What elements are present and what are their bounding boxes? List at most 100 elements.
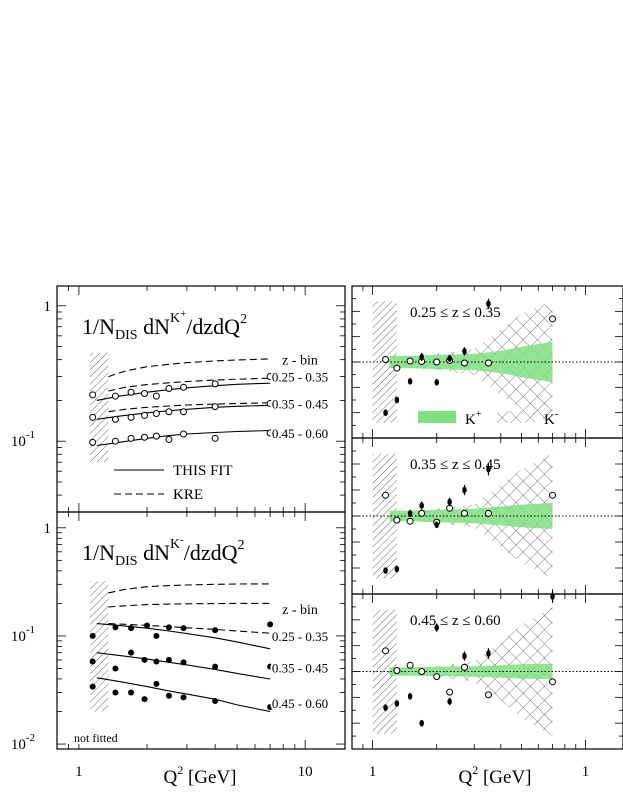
title-superscript: 2 — [240, 312, 247, 327]
y-tick-label: 1 — [44, 521, 52, 537]
series-line — [108, 402, 271, 413]
data-point-open — [484, 509, 492, 517]
series-line — [96, 677, 271, 713]
data-point-filled — [89, 658, 96, 665]
data-point-open — [393, 364, 401, 372]
data-point-filled — [180, 694, 187, 701]
series-line — [108, 358, 271, 378]
series-line — [96, 404, 271, 420]
data-point-open — [460, 663, 468, 671]
legend-label-charge: + — [476, 409, 482, 420]
data-point-filled — [112, 665, 119, 672]
legend-kminus-swatch — [497, 411, 535, 423]
data-point-open — [180, 383, 188, 391]
data-point-open — [382, 491, 390, 499]
data-point-open — [111, 392, 119, 400]
series-line — [96, 623, 271, 650]
bin-label: 0.35 - 0.45 — [272, 661, 328, 676]
y-tick-label: 1 — [44, 299, 52, 315]
data-point-open — [549, 315, 557, 323]
data-point-filled — [419, 719, 424, 727]
data-point-open — [165, 385, 173, 393]
data-point-open — [165, 435, 173, 443]
data-point-filled — [419, 353, 424, 361]
data-point-open — [406, 517, 414, 525]
x-axis-label-base: Q — [163, 767, 177, 788]
data-point-open — [211, 380, 219, 388]
data-point-filled — [267, 663, 274, 670]
data-point-filled — [267, 621, 274, 628]
series-line — [108, 623, 271, 634]
series-line — [108, 377, 271, 392]
title-superscript: K — [170, 311, 180, 326]
data-point-filled — [153, 680, 160, 687]
y-tick-label-base: 1 — [44, 299, 52, 315]
data-point-open — [446, 688, 454, 696]
title-subscript: DIS — [115, 554, 138, 569]
data-point-open — [549, 491, 557, 499]
data-point-filled — [141, 656, 148, 663]
data-point-open — [460, 509, 468, 517]
data-point-open — [141, 433, 149, 441]
series-line — [108, 602, 271, 608]
series-line — [96, 382, 271, 401]
data-point-filled — [550, 593, 555, 600]
bin-label: 0.35 - 0.45 — [272, 396, 328, 411]
legend-label: K+ — [465, 409, 482, 428]
data-point-open — [406, 357, 414, 365]
data-point-filled — [153, 658, 160, 665]
hatch-band — [90, 581, 109, 712]
data-point-filled — [144, 622, 151, 629]
data-point-open — [433, 673, 441, 681]
legend-kplus-swatch — [418, 411, 456, 423]
title-text: /dzdQ — [184, 540, 238, 565]
data-point-filled — [447, 498, 452, 506]
data-point-filled — [180, 659, 187, 666]
bin-header: z - bin — [282, 603, 318, 618]
data-point-filled — [112, 624, 119, 631]
data-point-filled — [447, 698, 452, 705]
y-tick-label: 10-1 — [11, 624, 35, 645]
title-superscript: + — [180, 308, 186, 320]
legend-label-charge: - — [555, 409, 558, 420]
y-tick-label: 10-2 — [11, 732, 35, 753]
y-tick-label-exponent: -1 — [26, 429, 35, 441]
data-point-filled — [434, 624, 439, 631]
data-point-filled — [462, 652, 467, 660]
data-point-open — [211, 403, 219, 411]
data-point-open — [266, 399, 274, 407]
data-point-filled — [383, 409, 388, 416]
data-point-open — [406, 661, 414, 669]
data-point-open — [127, 388, 135, 396]
data-point-filled — [486, 300, 491, 308]
data-point-filled — [447, 355, 452, 362]
y-tick-label-exponent: -1 — [26, 624, 35, 636]
data-point-open — [393, 666, 401, 674]
z-range-label: 0.25 ≤ z ≤ 0.35 — [410, 305, 501, 321]
data-point-filled — [141, 696, 148, 703]
data-point-open — [549, 678, 557, 686]
data-point-filled — [383, 704, 388, 711]
data-point-filled — [462, 348, 467, 355]
legend-label: K- — [544, 409, 558, 428]
data-point-filled — [394, 700, 400, 707]
title-superscript: K — [170, 537, 180, 552]
data-point-filled — [165, 656, 172, 663]
bin-label: 0.45 - 0.60 — [272, 426, 328, 441]
data-point-open — [418, 668, 426, 675]
data-point-open — [382, 647, 390, 655]
x-axis-label-exponent: 2 — [472, 763, 478, 777]
not-fitted-annotation: not fitted — [74, 731, 118, 745]
data-point-filled — [407, 377, 413, 385]
x-axis-label-unit: [GeV] — [478, 767, 531, 788]
data-point-filled — [394, 396, 400, 404]
data-point-open — [460, 359, 468, 367]
data-point-filled — [407, 693, 413, 700]
x-axis-label: Q2 [GeV] — [458, 763, 531, 788]
title-superscript: 2 — [238, 538, 245, 553]
y-tick-label-base: 10 — [11, 629, 26, 645]
data-point-filled — [407, 510, 413, 517]
